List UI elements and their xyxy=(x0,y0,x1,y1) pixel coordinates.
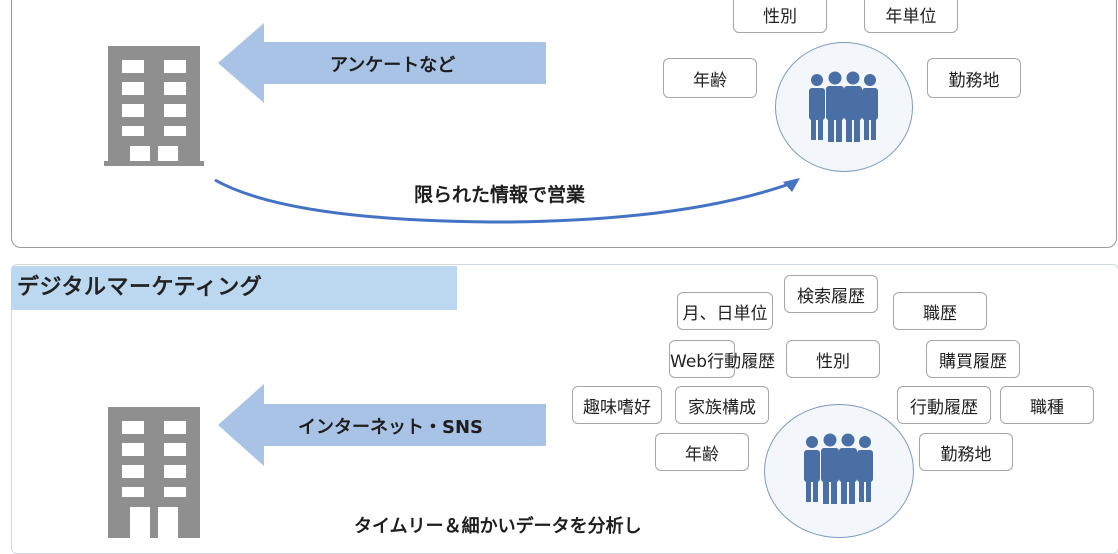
tag-month-day-unit: 月、日単位 xyxy=(677,292,773,330)
tag-age: 年齢 xyxy=(655,433,749,471)
section-title: デジタルマーケティング xyxy=(11,266,457,310)
tag-gender: 性別 xyxy=(733,0,827,33)
tag-web-history: Web行動履歴 xyxy=(669,340,775,378)
tag-occupation: 職種 xyxy=(1000,386,1094,424)
tag-gender: 性別 xyxy=(786,340,880,378)
top-arrow-label: アンケートなど xyxy=(330,55,456,76)
bottom-caption: タイムリー＆細かいデータを分析し xyxy=(354,516,642,537)
building-icon xyxy=(104,407,204,542)
left-arrow xyxy=(218,23,548,103)
bottom-arrow-label: インターネット・SNS xyxy=(298,417,483,438)
tag-hobby: 趣味嗜好 xyxy=(572,386,662,424)
tag-purchase-history: 購買履歴 xyxy=(926,340,1020,378)
people-icon xyxy=(796,432,880,508)
building-icon xyxy=(104,46,204,170)
tag-family: 家族構成 xyxy=(675,386,769,424)
tag-search-history: 検索履歴 xyxy=(784,275,878,313)
tag-age: 年齢 xyxy=(663,58,757,98)
tag-workplace: 勤務地 xyxy=(919,433,1013,471)
tag-yearly: 年単位 xyxy=(864,0,958,33)
tag-behavior-history: 行動履歴 xyxy=(897,386,991,424)
tag-career: 職歴 xyxy=(893,292,987,330)
top-curve-label: 限られた情報で営業 xyxy=(414,184,586,206)
tag-workplace: 勤務地 xyxy=(927,58,1021,98)
left-arrow xyxy=(218,384,548,466)
curved-arrow xyxy=(210,172,810,232)
people-icon xyxy=(801,70,885,146)
